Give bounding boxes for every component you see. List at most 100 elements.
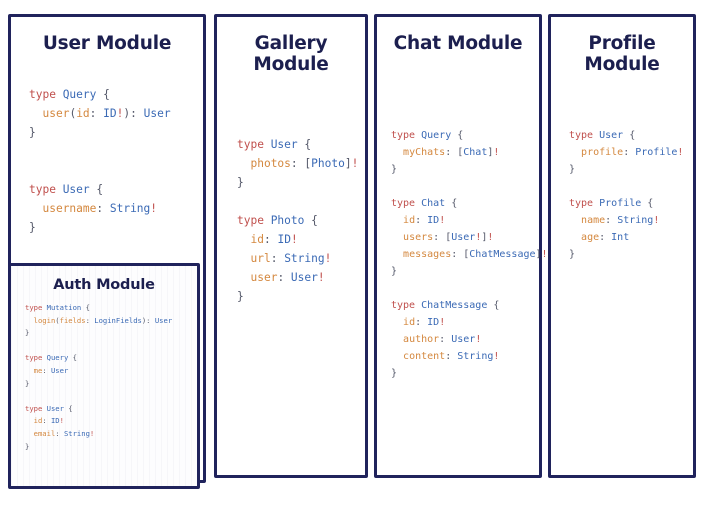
code-line: } — [237, 173, 358, 192]
code-line: id: ID! — [25, 415, 172, 428]
code-token-field: name — [581, 215, 606, 226]
card-gallery-module[interactable]: Gallery Module type User { photos: [Phot… — [214, 14, 368, 478]
code-token-field: fields — [59, 315, 86, 325]
code-token-bang: ! — [116, 107, 124, 120]
code-token-bang: ! — [493, 351, 500, 362]
code-token-kw: type — [569, 198, 600, 209]
code-token-bang: ! — [653, 215, 660, 226]
code-token-punc — [569, 147, 581, 158]
code-token-field: user — [42, 107, 70, 120]
code-token-field: me — [33, 365, 43, 375]
code-line: } — [391, 161, 548, 178]
code-token-bang: ! — [677, 147, 684, 158]
code-token-kw: type — [237, 138, 271, 151]
code-line — [237, 192, 358, 211]
code-line: photos: [Photo]! — [237, 154, 358, 173]
code-line: type Profile { — [569, 195, 683, 212]
code-token-punc: : — [277, 271, 291, 284]
code-token-punc: } — [25, 378, 30, 388]
code-token-field: id — [250, 233, 264, 246]
code-line: type Query { — [391, 127, 548, 144]
code-line — [25, 390, 172, 403]
code-token-punc: ] — [487, 147, 494, 158]
card-title-gallery-module: Gallery Module — [253, 33, 329, 75]
code-token-punc: ( — [69, 107, 77, 120]
code-token-punc: } — [569, 164, 576, 175]
code-line: type User { — [569, 127, 683, 144]
code-token-kw: type — [391, 130, 422, 141]
code-line: } — [569, 246, 683, 263]
code-token-punc: } — [237, 176, 244, 189]
code-token-punc — [391, 232, 403, 243]
code-token-punc: } — [29, 126, 36, 139]
code-line: type User { — [25, 403, 172, 416]
card-title-chat-module: Chat Module — [393, 33, 523, 54]
card-auth-module[interactable]: Auth Module type Mutation { login(fields… — [8, 263, 200, 489]
code-token-punc: : — [96, 202, 110, 215]
code-token-bang: ! — [317, 271, 325, 284]
code-token-field: id — [33, 416, 43, 426]
code-line: } — [25, 378, 172, 391]
code-line: type Query { — [25, 352, 172, 365]
code-token-punc: : [ — [451, 249, 470, 260]
code-token-type: Chat — [463, 147, 488, 158]
card-profile-module[interactable]: Profile Module type User { profile: Prof… — [548, 14, 696, 478]
code-line: me: User — [25, 365, 172, 378]
card-user-module[interactable]: User Module type Query { user(id: ID!): … — [8, 14, 206, 489]
code-token-punc — [391, 147, 403, 158]
schema-code-profile-module: type User { profile: Profile!} type Prof… — [569, 127, 683, 263]
code-token-punc: : — [270, 252, 285, 265]
code-line: username: String! — [29, 199, 171, 218]
code-line: email: String! — [25, 428, 172, 441]
code-token-punc: { — [297, 138, 312, 151]
code-line: type Query { — [29, 85, 171, 104]
code-token-punc: ] — [535, 249, 542, 260]
code-token-punc: ] — [481, 232, 488, 243]
code-token-punc: { — [68, 353, 77, 363]
code-line: profile: Profile! — [569, 144, 683, 161]
code-token-field: age — [581, 232, 600, 243]
code-token-kw: type — [391, 300, 422, 311]
code-token-punc: { — [304, 214, 318, 227]
code-line: } — [569, 161, 683, 178]
code-line: type Chat { — [391, 195, 548, 212]
code-token-punc: : — [55, 428, 64, 438]
code-token-type: User — [599, 130, 624, 141]
code-token-kw: type — [25, 353, 47, 363]
code-line: type Mutation { — [25, 302, 172, 315]
code-line: id: ID! — [391, 212, 548, 229]
code-token-field: username — [42, 202, 97, 215]
code-token-type: User — [451, 334, 476, 345]
code-token-punc — [569, 232, 581, 243]
code-token-type: String — [617, 215, 654, 226]
code-token-bang: ! — [439, 215, 446, 226]
code-token-type: ID — [427, 215, 440, 226]
code-token-type: User — [451, 232, 476, 243]
code-line: type Photo { — [237, 211, 358, 230]
code-token-punc: } — [29, 221, 36, 234]
card-chat-module[interactable]: Chat Module type Query { myChats: [Chat]… — [374, 14, 548, 478]
code-token-bang: ! — [439, 317, 446, 328]
code-token-bang: ! — [150, 202, 158, 215]
code-token-punc: { — [96, 88, 110, 101]
code-token-bang: ! — [487, 232, 494, 243]
card-title-user-module: User Module — [42, 33, 172, 54]
code-token-field: profile — [581, 147, 624, 158]
code-token-field: author — [403, 334, 440, 345]
code-token-type: User — [62, 183, 90, 196]
code-token-kw: type — [237, 214, 271, 227]
code-token-punc: : — [42, 365, 51, 375]
code-token-type: User — [270, 138, 298, 151]
code-token-type: Query — [421, 130, 452, 141]
code-token-type: Mutation — [46, 303, 82, 312]
schema-code-user-module: type Query { user(id: ID!): User} type U… — [29, 85, 171, 237]
code-token-punc: { — [623, 130, 636, 141]
code-token-field: url — [250, 252, 271, 265]
code-token-punc: } — [25, 328, 30, 338]
code-token-type: String — [63, 428, 90, 438]
code-token-punc: : [ — [433, 232, 452, 243]
code-token-field: user — [250, 271, 278, 284]
code-token-punc: { — [81, 303, 90, 312]
code-token-type: Profile — [635, 147, 678, 158]
code-token-kw: type — [25, 403, 47, 413]
